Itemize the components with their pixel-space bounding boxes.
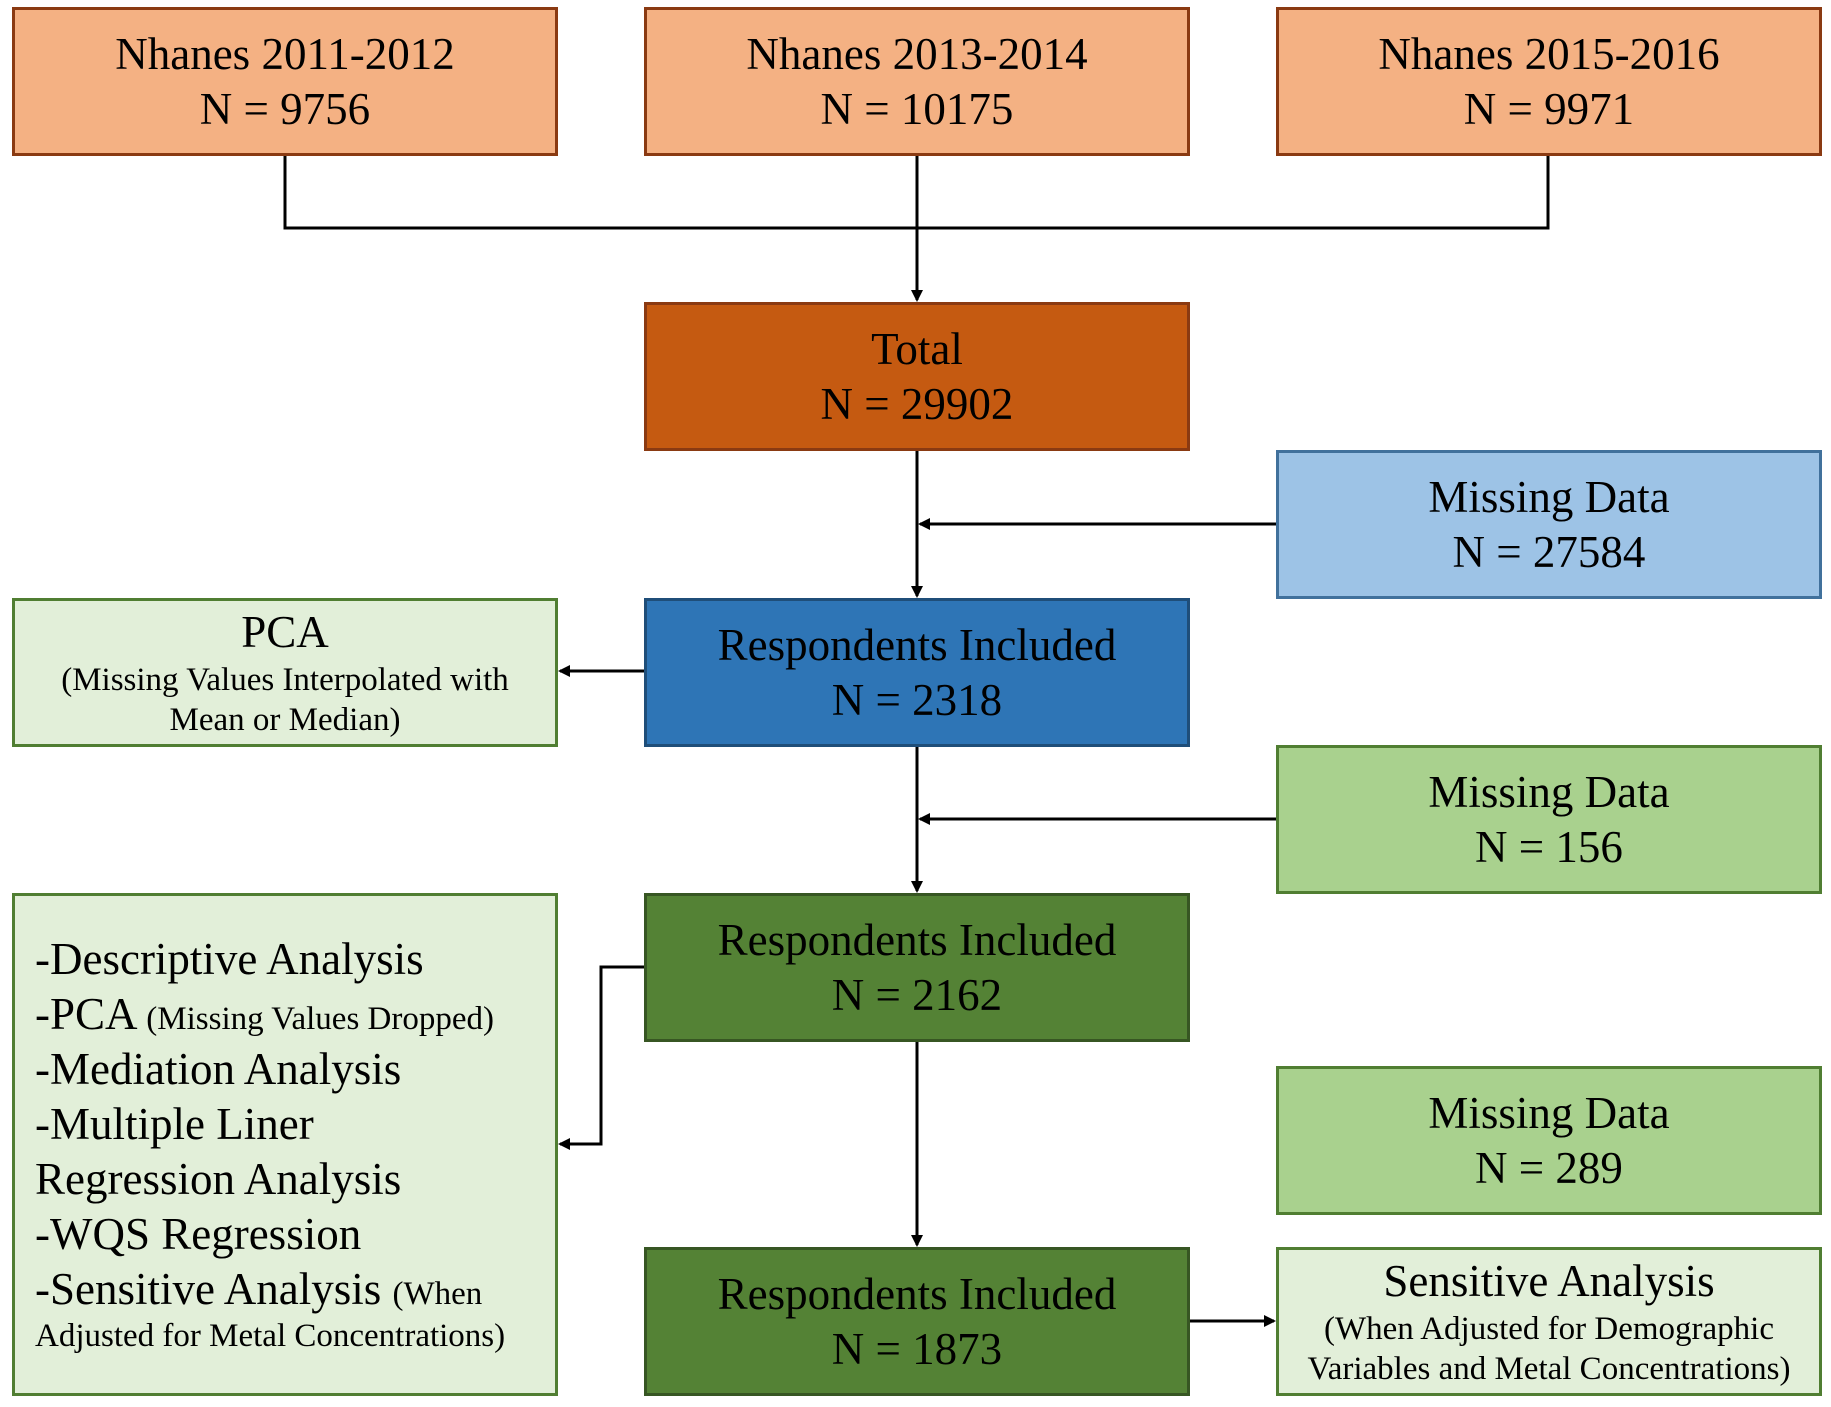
sensitive-title: Sensitive Analysis: [1383, 1255, 1715, 1306]
total-box: Total N = 29902: [644, 302, 1190, 451]
source-count: N = 9756: [199, 83, 371, 134]
analysis-sensitive-note-cont: Adjusted for Metal Concentrations): [35, 1318, 506, 1355]
analysis-sensitive: -Sensitive Analysis (When: [35, 1262, 482, 1317]
included-count: N = 2162: [831, 969, 1003, 1020]
analysis-sensitive-note: (When: [392, 1275, 483, 1312]
missing-data-box-3: Missing Data N = 289: [1276, 1066, 1822, 1215]
source-title: Nhanes 2015-2016: [1378, 28, 1720, 79]
missing-title: Missing Data: [1428, 1087, 1670, 1138]
analyses-box: -Descriptive Analysis -PCA (Missing Valu…: [12, 893, 558, 1396]
respondents-included-box-3: Respondents Included N = 1873: [644, 1247, 1190, 1396]
missing-count: N = 156: [1475, 821, 1623, 872]
pca-box: PCA (Missing Values Interpolated with Me…: [12, 598, 558, 747]
arrow-to-analyses: [558, 965, 645, 1150]
pca-note: (Missing Values Interpolated with Mean o…: [61, 661, 509, 738]
source-title: Nhanes 2013-2014: [746, 28, 1088, 79]
analysis-pca-label: -PCA: [35, 989, 136, 1040]
included-count: N = 2318: [831, 674, 1003, 725]
missing-count: N = 289: [1475, 1142, 1623, 1193]
respondents-included-box-2: Respondents Included N = 2162: [644, 893, 1190, 1042]
source-count: N = 9971: [1463, 83, 1635, 134]
included-title: Respondents Included: [717, 1268, 1117, 1319]
missing-data-box-1: Missing Data N = 27584: [1276, 450, 1822, 599]
analysis-descriptive: -Descriptive Analysis: [35, 934, 424, 985]
included-title: Respondents Included: [717, 619, 1117, 670]
analysis-pca: -PCA (Missing Values Dropped): [35, 987, 494, 1042]
missing-title: Missing Data: [1428, 766, 1670, 817]
respondents-included-box-1: Respondents Included N = 2318: [644, 598, 1190, 747]
source-count: N = 10175: [820, 83, 1014, 134]
missing-title: Missing Data: [1428, 471, 1670, 522]
analysis-sensitive-label: -Sensitive Analysis: [35, 1263, 382, 1314]
analysis-wqs: -WQS Regression: [35, 1208, 362, 1259]
pca-title: PCA: [241, 606, 329, 657]
total-title: Total: [871, 323, 963, 374]
total-count: N = 29902: [820, 378, 1014, 429]
source-title: Nhanes 2011-2012: [115, 28, 455, 79]
source-box-2013: Nhanes 2013-2014 N = 10175: [644, 7, 1190, 156]
missing-count: N = 27584: [1452, 526, 1646, 577]
analysis-mediation: -Mediation Analysis: [35, 1044, 402, 1095]
included-count: N = 1873: [831, 1323, 1003, 1374]
missing-data-box-2: Missing Data N = 156: [1276, 745, 1822, 894]
analysis-pca-note: (Missing Values Dropped): [146, 1001, 494, 1038]
source-box-2011: Nhanes 2011-2012 N = 9756: [12, 7, 558, 156]
analysis-regression: Regression Analysis: [35, 1153, 402, 1204]
source-box-2015: Nhanes 2015-2016 N = 9971: [1276, 7, 1822, 156]
sensitive-note: (When Adjusted for Demographic Variables…: [1307, 1310, 1791, 1387]
analysis-multiple-liner: -Multiple Liner: [35, 1098, 314, 1149]
included-title: Respondents Included: [717, 914, 1117, 965]
sensitive-analysis-box: Sensitive Analysis (When Adjusted for De…: [1276, 1247, 1822, 1396]
